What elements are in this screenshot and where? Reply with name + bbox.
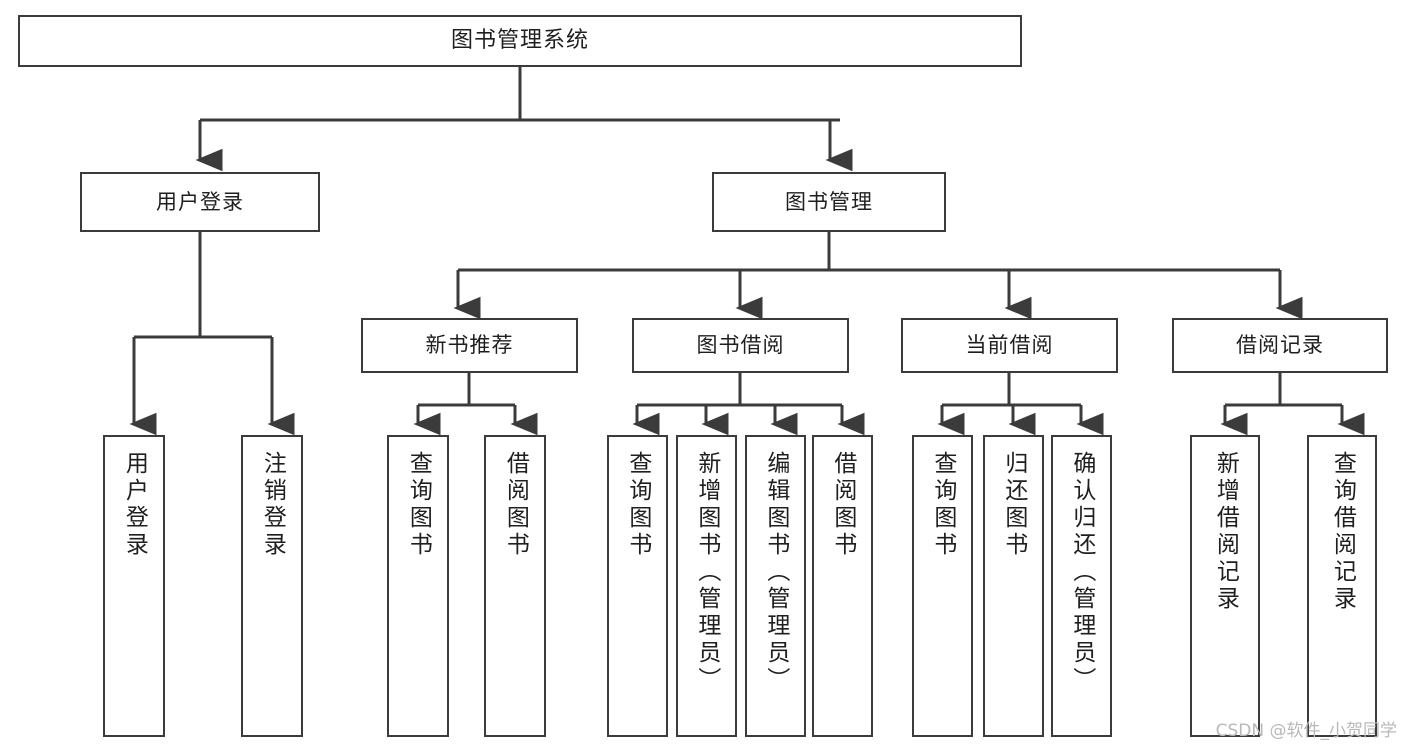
node-label: 借阅记录 bbox=[1236, 333, 1324, 358]
node-label: 新增图书（管理员） bbox=[693, 451, 720, 694]
node-label: 确认归还（管理员） bbox=[1068, 451, 1095, 694]
node-label: 借阅图书 bbox=[829, 451, 856, 559]
node-label: 编辑图书（管理员） bbox=[762, 451, 789, 694]
node-leaf-query-book-2[interactable]: 查询图书 bbox=[607, 435, 668, 737]
node-leaf-add-book[interactable]: 新增图书（管理员） bbox=[676, 435, 737, 737]
node-label: 注销登录 bbox=[259, 451, 286, 559]
node-label: 查询图书 bbox=[405, 451, 432, 559]
node-label: 当前借阅 bbox=[965, 333, 1054, 358]
node-label: 用户登录 bbox=[156, 189, 244, 214]
node-book-borrow[interactable]: 图书借阅 bbox=[632, 318, 849, 373]
node-label: 查询借阅记录 bbox=[1329, 451, 1356, 613]
node-leaf-borrow-book-2[interactable]: 借阅图书 bbox=[812, 435, 873, 737]
node-leaf-query-record[interactable]: 查询借阅记录 bbox=[1307, 435, 1377, 737]
node-label: 归还图书 bbox=[1000, 451, 1027, 559]
node-label: 图书借阅 bbox=[696, 333, 785, 358]
node-leaf-confirm-return[interactable]: 确认归还（管理员） bbox=[1051, 435, 1112, 737]
node-label: 查询图书 bbox=[624, 451, 651, 559]
node-leaf-user-logout[interactable]: 注销登录 bbox=[241, 435, 303, 737]
node-label: 图书管理系统 bbox=[450, 28, 589, 54]
node-leaf-user-login[interactable]: 用户登录 bbox=[103, 435, 165, 737]
node-current-borrow[interactable]: 当前借阅 bbox=[901, 318, 1118, 373]
node-leaf-edit-book[interactable]: 编辑图书（管理员） bbox=[745, 435, 806, 737]
node-new-book-rec[interactable]: 新书推荐 bbox=[361, 318, 578, 373]
watermark-text: CSDN @软件_小贺同学 bbox=[1215, 721, 1397, 741]
node-user-login[interactable]: 用户登录 bbox=[80, 172, 320, 232]
node-book-manage[interactable]: 图书管理 bbox=[712, 172, 946, 232]
node-label: 图书管理 bbox=[785, 189, 873, 214]
node-leaf-borrow-book-1[interactable]: 借阅图书 bbox=[484, 435, 546, 737]
node-leaf-query-book-1[interactable]: 查询图书 bbox=[387, 435, 449, 737]
node-leaf-return-book[interactable]: 归还图书 bbox=[983, 435, 1044, 737]
node-leaf-add-record[interactable]: 新增借阅记录 bbox=[1190, 435, 1260, 737]
node-root-system[interactable]: 图书管理系统 bbox=[18, 15, 1022, 67]
node-label: 借阅图书 bbox=[502, 451, 529, 559]
node-label: 查询图书 bbox=[929, 451, 956, 559]
node-label: 新增借阅记录 bbox=[1212, 451, 1239, 613]
node-leaf-query-book-3[interactable]: 查询图书 bbox=[912, 435, 973, 737]
node-label: 用户登录 bbox=[121, 451, 148, 559]
node-label: 新书推荐 bbox=[425, 333, 514, 358]
node-borrow-record[interactable]: 借阅记录 bbox=[1172, 318, 1388, 373]
